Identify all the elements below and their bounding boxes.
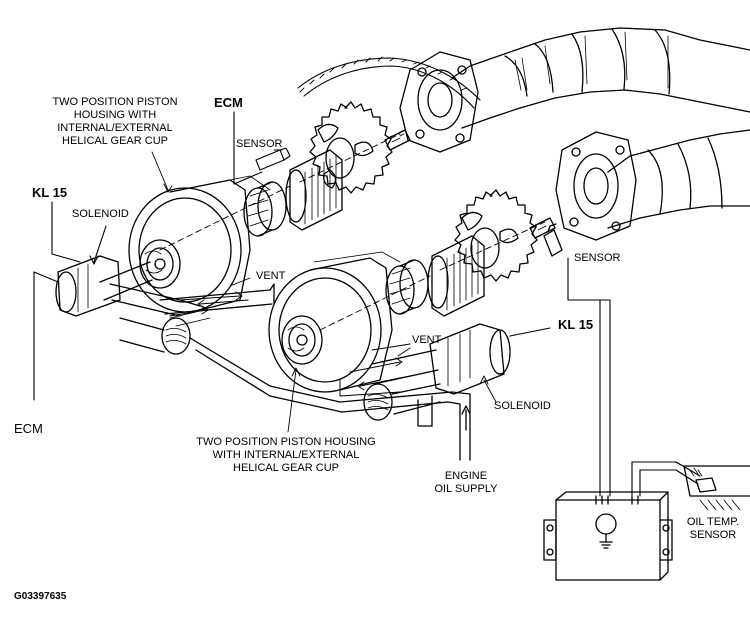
upper-oil-passages <box>159 283 275 327</box>
solenoid-right-label: SOLENOID <box>494 400 551 412</box>
oil-temp-sensor-line-1: OIL TEMP. <box>686 516 740 528</box>
ecm-control-unit <box>543 491 673 581</box>
lower-sprocket <box>454 189 556 282</box>
engine-oil-supply-line-1: ENGINE <box>444 470 488 482</box>
vent-lower-pointer <box>397 347 411 357</box>
figure-code: G03397635 <box>14 591 67 602</box>
bottom-housing-leader <box>287 369 297 433</box>
ecm-left-label: ECM <box>14 421 43 436</box>
upper-cam-flange <box>399 51 479 153</box>
solenoid-right-pointer <box>483 379 497 403</box>
oil-temp-sensor-label: OIL TEMP. SENSOR <box>680 516 746 542</box>
right-sensor <box>543 223 563 257</box>
sensor-right-label: SENSOR <box>574 252 621 264</box>
upper-splined-hub <box>285 149 343 231</box>
top-housing-leader <box>151 151 169 191</box>
sensor-top-label: SENSOR <box>236 138 283 150</box>
lower-flow-arrows <box>339 343 411 397</box>
engine-oil-supply-line-2: OIL SUPPLY <box>434 483 498 495</box>
vent-lower-label: VENT <box>412 334 442 346</box>
bottom-piston-housing-line-3: HELICAL GEAR CUP <box>233 462 339 474</box>
wiring <box>33 111 677 497</box>
top-piston-housing-line-2: HOUSING WITH <box>73 109 157 121</box>
engine-oil-supply-label: ENGINE OIL SUPPLY <box>426 470 506 496</box>
bottom-piston-housing-label: TWO POSITION PISTON HOUSING WITH INTERNA… <box>186 436 386 475</box>
oil-temp-sensor <box>675 461 750 511</box>
bottom-piston-housing-line-2: WITH INTERNAL/EXTERNAL <box>212 449 360 461</box>
top-piston-housing-line-1: TWO POSITION PISTON <box>52 96 178 108</box>
kl15-left-label: KL 15 <box>32 185 68 200</box>
lower-camshaft <box>607 129 750 229</box>
top-piston-housing-line-3: INTERNAL/EXTERNAL <box>57 122 173 134</box>
lower-splined-hub <box>427 235 485 317</box>
right-solenoid <box>363 323 511 427</box>
oil-feed-lines <box>189 337 471 461</box>
vent-upper-pointer <box>229 277 251 287</box>
top-piston-housing-line-4: HELICAL GEAR CUP <box>62 135 168 147</box>
oil-temp-sensor-line-2: SENSOR <box>689 529 737 541</box>
lower-cam-flange <box>555 131 637 241</box>
left-solenoid <box>55 255 201 355</box>
bottom-piston-housing-line-1: TWO POSITION PISTON HOUSING <box>196 436 376 448</box>
upper-helical-gear <box>243 181 287 237</box>
lower-helical-gear <box>385 259 429 315</box>
kl15-right-label: KL 15 <box>558 317 594 332</box>
upper-sprocket <box>309 101 411 194</box>
timing-chain <box>297 56 481 109</box>
ecm-top-label: ECM <box>214 95 243 110</box>
lower-piston-housing <box>268 251 401 393</box>
solenoid-left-label: SOLENOID <box>72 208 129 220</box>
vent-upper-label: VENT <box>256 270 286 282</box>
upper-camshaft <box>451 27 750 129</box>
top-piston-housing-label: TWO POSITION PISTON HOUSING WITH INTERNA… <box>40 96 190 148</box>
upper-flow-arrows <box>169 291 249 317</box>
